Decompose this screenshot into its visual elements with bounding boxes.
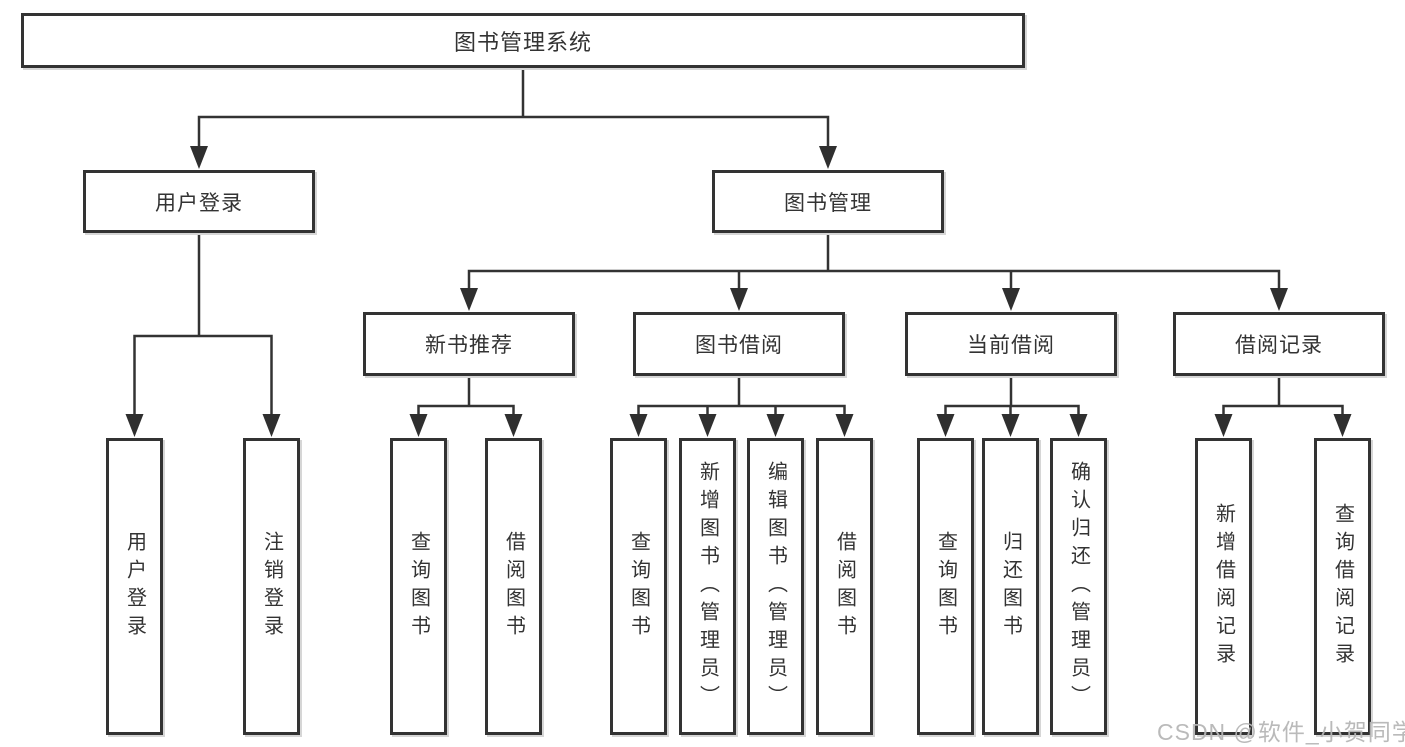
node-label: 编辑图书（管理员）	[764, 460, 787, 713]
node-label: 查询图书	[627, 530, 650, 643]
node-label: 用户登录	[155, 191, 243, 215]
node-book-borrow: 图书借阅	[633, 312, 845, 376]
node-new-book-recommend: 新书推荐	[363, 312, 575, 376]
node-root-library-system: 图书管理系统	[21, 13, 1025, 68]
node-label: 图书借阅	[695, 334, 783, 357]
node-label: 图书管理	[784, 191, 872, 215]
watermark: CSDN @软件_小贺同学	[1157, 719, 1405, 745]
node-label: 查询图书	[407, 530, 430, 643]
node-borrow-records: 借阅记录	[1173, 312, 1385, 376]
node-label: 查询借阅记录	[1331, 502, 1354, 671]
node-label: 用户登录	[123, 530, 146, 643]
node-label: 借阅记录	[1235, 334, 1323, 357]
node-label: 图书管理系统	[453, 29, 592, 55]
node-leaf-logout: 注销登录	[243, 438, 300, 735]
node-label: 借阅图书	[502, 530, 525, 643]
node-label: 查询图书	[934, 530, 957, 643]
node-label: 新增借阅记录	[1212, 502, 1235, 671]
node-book-management: 图书管理	[712, 170, 944, 233]
node-label: 借阅图书	[833, 530, 856, 643]
arrowheads	[125, 146, 1352, 437]
node-leaf-borrow-books: 借阅图书	[485, 438, 542, 735]
node-leaf-query-books-2: 查询图书	[610, 438, 667, 735]
node-leaf-add-borrow-record: 新增借阅记录	[1195, 438, 1252, 735]
node-leaf-query-borrow-record: 查询借阅记录	[1314, 438, 1371, 735]
node-leaf-borrow-books-2: 借阅图书	[816, 438, 873, 735]
node-leaf-user-login: 用户登录	[106, 438, 163, 735]
node-leaf-query-books: 查询图书	[390, 438, 447, 735]
node-leaf-query-books-3: 查询图书	[917, 438, 974, 735]
node-label: 注销登录	[260, 530, 283, 643]
node-leaf-confirm-return-admin: 确认归还（管理员）	[1050, 438, 1107, 735]
node-label: 归还图书	[999, 530, 1022, 643]
node-leaf-edit-book-admin: 编辑图书（管理员）	[747, 438, 804, 735]
node-label: 新书推荐	[425, 334, 513, 357]
node-user-login: 用户登录	[83, 170, 315, 233]
node-leaf-return-book: 归还图书	[982, 438, 1039, 735]
node-current-borrow: 当前借阅	[905, 312, 1117, 376]
node-label: 确认归还（管理员）	[1067, 460, 1090, 713]
node-leaf-add-book-admin: 新增图书（管理员）	[679, 438, 736, 735]
node-label: 当前借阅	[967, 334, 1055, 357]
node-label: 新增图书（管理员）	[696, 460, 719, 713]
